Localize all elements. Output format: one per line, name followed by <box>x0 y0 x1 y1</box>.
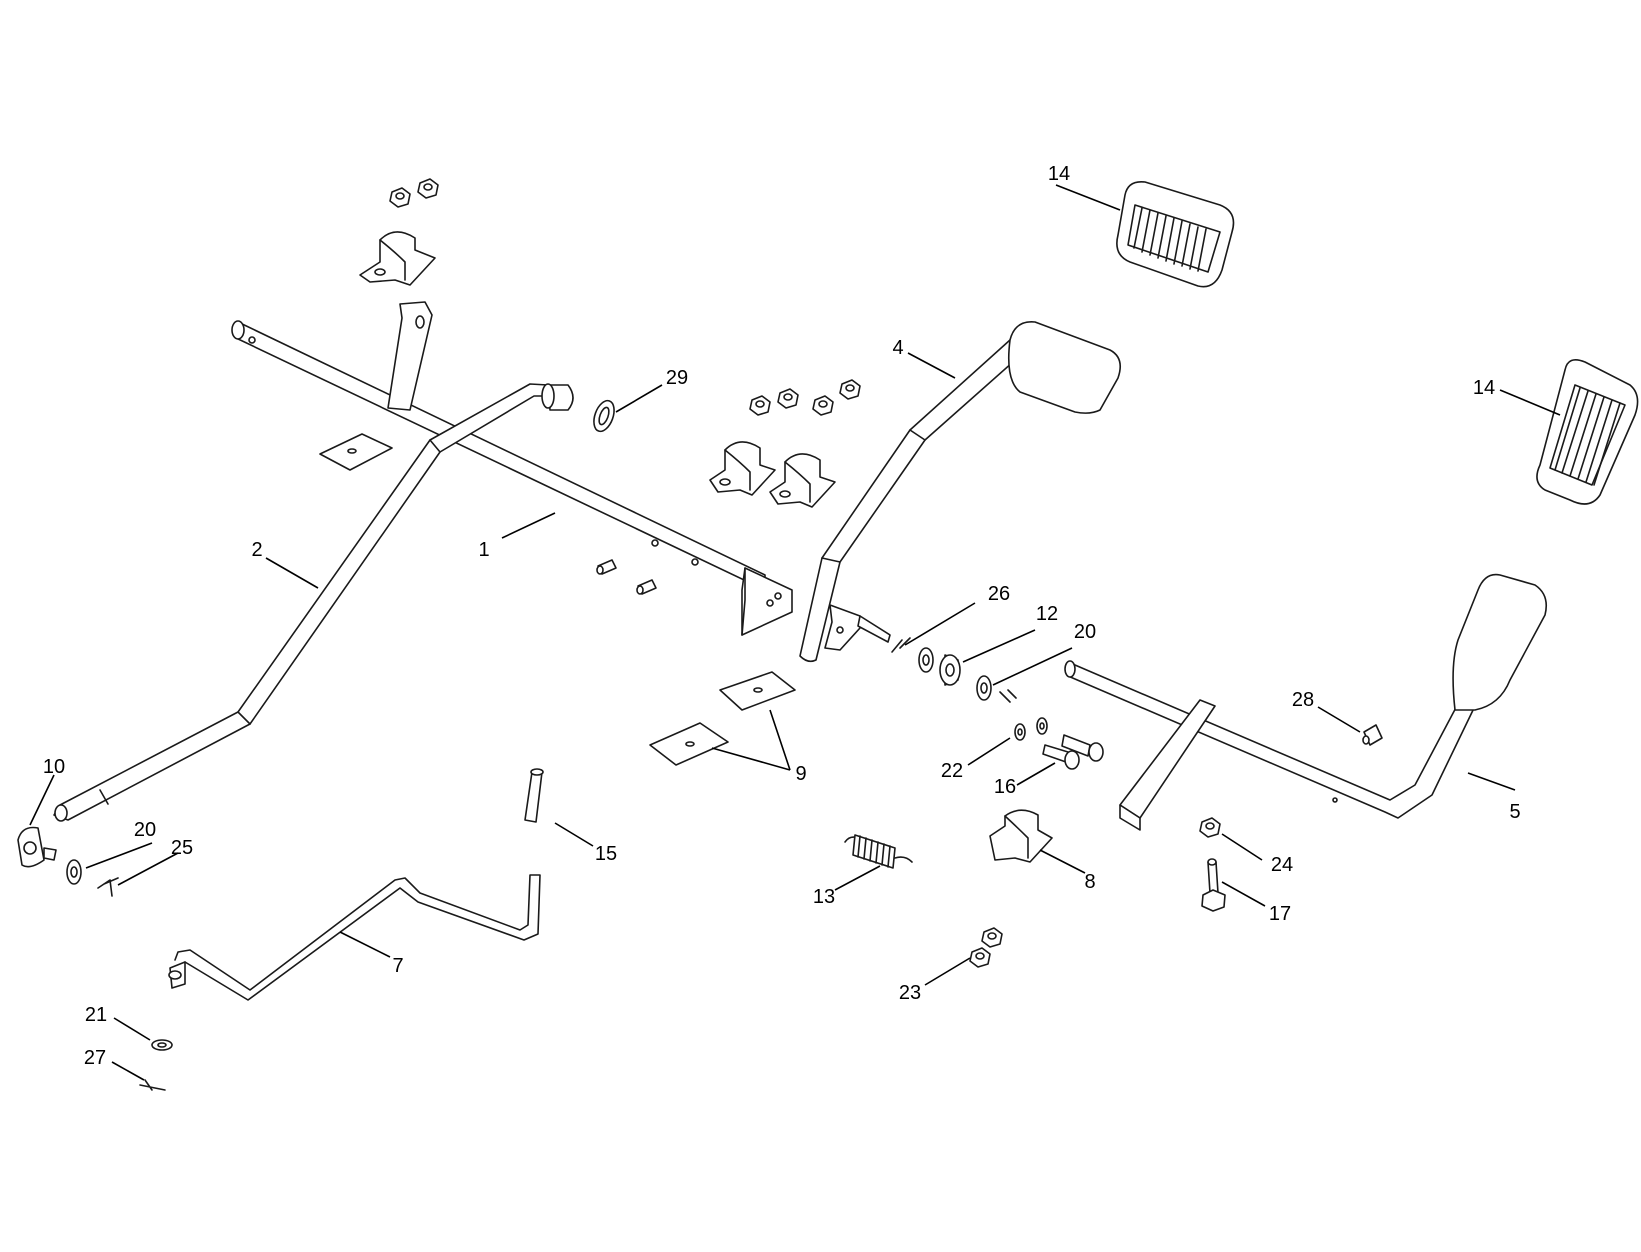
hardware-upper-left-nuts <box>389 178 439 208</box>
callout-5: 5 <box>1509 801 1520 823</box>
callout-15: 15 <box>595 843 617 865</box>
callout-9: 9 <box>795 763 806 785</box>
callout-4: 4 <box>892 337 903 359</box>
part-17-bolt <box>1201 858 1226 912</box>
part-26-hairpin <box>891 637 911 653</box>
callout-26: 26 <box>988 583 1010 605</box>
callout-2: 2 <box>251 539 262 561</box>
callout-22: 22 <box>941 760 963 782</box>
callout-7: 7 <box>392 955 403 977</box>
callout-16: 16 <box>994 776 1016 798</box>
part-13-spring <box>844 834 913 869</box>
hardware-roll-pins <box>596 559 657 595</box>
callout-28: 28 <box>1292 689 1314 711</box>
part-2-rod <box>53 383 574 822</box>
part-9-plates <box>649 671 796 766</box>
callout-labels: 1 2 4 5 7 8 9 10 12 13 14 14 15 16 17 20… <box>43 163 1521 1069</box>
callout-23: 23 <box>899 982 921 1004</box>
part-23-nuts <box>969 927 1003 968</box>
callout-17: 17 <box>1269 903 1291 925</box>
callout-29: 29 <box>666 367 688 389</box>
part-29-retaining-ring <box>593 399 615 433</box>
part-27-hairpin <box>139 1079 166 1091</box>
part-7-rod <box>168 874 541 1001</box>
hardware-plate-upper <box>319 433 393 471</box>
leader-lines <box>29 184 1561 1081</box>
part-21-washer <box>151 1039 173 1051</box>
callout-20b: 20 <box>1074 621 1096 643</box>
part-10-collar <box>17 826 57 868</box>
callout-27: 27 <box>84 1047 106 1069</box>
callout-25: 25 <box>171 837 193 859</box>
callout-20a: 20 <box>134 819 156 841</box>
part-14-pedal-pad-upper <box>1116 180 1235 288</box>
part-8-clamp <box>989 809 1053 863</box>
part-5-pedal-arm <box>1064 573 1548 831</box>
part-4-pedal-arm <box>799 321 1121 663</box>
callout-8: 8 <box>1084 871 1095 893</box>
callout-21: 21 <box>85 1004 107 1026</box>
part-1-cross-shaft <box>231 301 793 636</box>
part-22-washers <box>1014 717 1048 741</box>
part-14-pedal-pad-lower <box>1536 359 1639 505</box>
hardware-upper-left-clamp <box>359 231 436 286</box>
part-25-hairpin <box>97 877 119 897</box>
hardware-center-nuts <box>749 379 861 416</box>
callout-14a: 14 <box>1048 163 1070 185</box>
part-20-washer-right <box>976 675 1017 703</box>
part-28-pin <box>1362 724 1383 746</box>
callout-14b: 14 <box>1473 377 1495 399</box>
part-24-nut <box>1199 817 1221 838</box>
hardware-center-clamps <box>709 441 836 508</box>
callout-24: 24 <box>1271 854 1293 876</box>
part-16-bolts <box>1042 734 1104 770</box>
callout-12: 12 <box>1036 603 1058 625</box>
callout-13: 13 <box>813 886 835 908</box>
part-15-pin <box>524 768 544 823</box>
callout-10: 10 <box>43 756 65 778</box>
part-12-bushing <box>918 647 961 686</box>
callout-1: 1 <box>478 539 489 561</box>
part-20-washer-left <box>66 859 82 885</box>
